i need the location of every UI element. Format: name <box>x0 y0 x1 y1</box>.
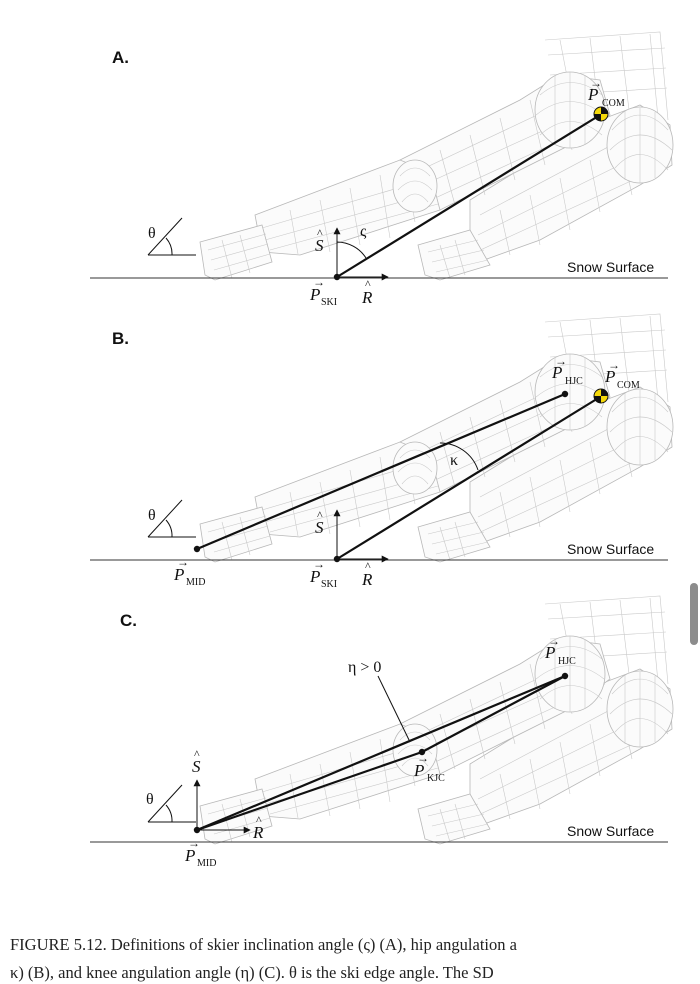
eta-pointer <box>377 675 411 743</box>
p-com-subscript: COM <box>617 380 640 391</box>
s-axis-label: S <box>192 757 201 776</box>
edge-angle-indicator: θ <box>146 784 196 823</box>
svg-text:→: → <box>417 751 429 765</box>
snow-surface-label: Snow Surface <box>567 541 654 557</box>
r-axis-label: R <box>361 288 373 307</box>
s-axis-label: S <box>315 518 324 537</box>
inclination-line <box>336 396 601 560</box>
svg-text:^: ^ <box>317 226 323 240</box>
svg-text:→: → <box>313 557 325 571</box>
svg-text:→: → <box>590 76 602 90</box>
p-hjc-point <box>561 390 569 398</box>
s-axis-label: S <box>315 236 324 255</box>
figure-caption: FIGURE 5.12. Definitions of skier inclin… <box>10 935 517 954</box>
hip-line <box>196 392 566 551</box>
p-ski-point <box>333 273 341 281</box>
p-com-label: P <box>587 85 598 104</box>
theta-label: θ <box>148 225 156 242</box>
p-mid-label: P <box>173 565 184 584</box>
p-ski-subscript: SKI <box>321 579 337 590</box>
svg-text:^: ^ <box>256 813 262 827</box>
svg-text:→: → <box>188 836 200 850</box>
svg-text:→: → <box>548 634 560 648</box>
snow-surface-label: Snow Surface <box>567 259 654 275</box>
p-mid-label: P <box>184 846 195 865</box>
eta-label: η > 0 <box>348 659 381 676</box>
p-ski-label: P <box>309 567 320 586</box>
r-axis-label: R <box>361 570 373 589</box>
p-mid-point <box>193 545 201 553</box>
svg-text:^: ^ <box>317 508 323 522</box>
p-hjc-subscript: HJC <box>558 656 576 667</box>
panel-b: B. Snow Surface θ ^ S ^ R κ → P MID → P … <box>90 313 674 590</box>
shank-line <box>196 750 423 832</box>
edge-angle-indicator: θ <box>147 217 196 256</box>
p-com-label: P <box>604 367 615 386</box>
p-kjc-point <box>418 748 426 756</box>
svg-text:→: → <box>555 354 567 368</box>
edge-angle-indicator: θ <box>147 499 196 538</box>
svg-text:^: ^ <box>365 559 371 573</box>
svg-text:→: → <box>313 275 325 289</box>
thigh-line <box>196 674 566 832</box>
panel-a-letter: A. <box>112 48 129 67</box>
p-kjc-subscript: KJC <box>427 773 445 784</box>
inclination-line <box>336 114 601 278</box>
panel-c: C. Snow Surface θ ^ S ^ R η > 0 → P MID … <box>90 595 674 869</box>
panel-a: A. Snow Surface θ ^ S ^ R ς → P SKI → <box>90 31 674 308</box>
varsigma-label: ς <box>360 223 367 240</box>
p-hjc-subscript: HJC <box>565 376 583 387</box>
kappa-label: κ <box>450 452 458 469</box>
panel-c-letter: C. <box>120 611 137 630</box>
com-marker <box>593 388 609 404</box>
p-hjc-label: P <box>551 363 562 382</box>
snow-surface-label: Snow Surface <box>567 823 654 839</box>
svg-text:→: → <box>608 358 620 372</box>
p-mid-subscript: MID <box>186 577 205 588</box>
theta-label: θ <box>146 791 154 808</box>
com-marker <box>593 106 609 122</box>
panel-b-letter: B. <box>112 329 129 348</box>
r-axis-label: R <box>252 823 264 842</box>
kappa-arc <box>439 442 479 471</box>
p-mid-point <box>193 826 201 834</box>
scrollbar-thumb[interactable] <box>690 583 698 645</box>
figure-caption-line2: κ) (B), and knee angulation angle (η) (C… <box>10 963 494 982</box>
p-mid-subscript: MID <box>197 858 216 869</box>
femur-line <box>421 675 566 753</box>
p-com-subscript: COM <box>602 98 625 109</box>
p-hjc-label: P <box>544 643 555 662</box>
svg-text:^: ^ <box>365 277 371 291</box>
p-kjc-label: P <box>413 761 424 780</box>
theta-label: θ <box>148 507 156 524</box>
svg-text:→: → <box>177 555 189 569</box>
svg-text:^: ^ <box>194 747 200 761</box>
p-ski-subscript: SKI <box>321 297 337 308</box>
p-hjc-point <box>561 672 569 680</box>
p-ski-point <box>333 555 341 563</box>
p-ski-label: P <box>309 285 320 304</box>
